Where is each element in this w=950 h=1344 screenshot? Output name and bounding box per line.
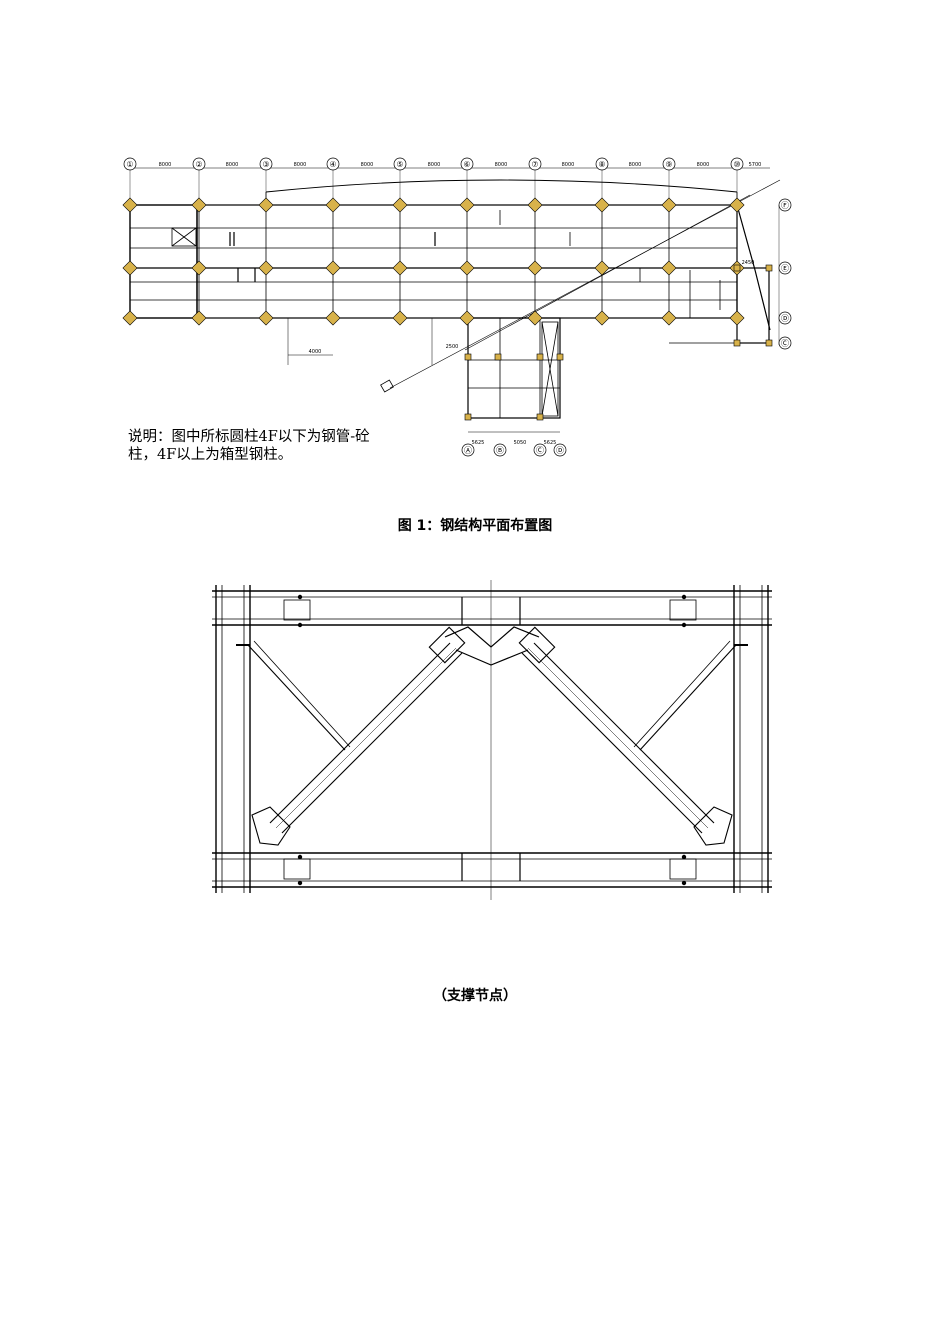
dim-top: 8000 bbox=[428, 162, 441, 168]
note-line-1: 说明：图中所标圆柱4F以下为钢管-砼 bbox=[128, 429, 370, 445]
dim-bottom: 5050 bbox=[514, 440, 527, 446]
dim-label: 2450 bbox=[742, 260, 755, 266]
dim-top: 8000 bbox=[495, 162, 508, 168]
axis-a-bottom: Ⓐ bbox=[464, 446, 472, 455]
dim-label: 4000 bbox=[309, 349, 322, 355]
bracing-node-drawing bbox=[212, 580, 772, 900]
dim-top: 5700 bbox=[749, 162, 762, 168]
dim-top: 8000 bbox=[159, 162, 172, 168]
axis-5: ⑤ bbox=[396, 160, 403, 169]
dim-top: 8000 bbox=[294, 162, 307, 168]
steel-structure-plan-drawing: ① ② ③ ④ ⑤ ⑥ ⑦ ⑧ ⑨ ⑩ Ⓕ Ⓔ Ⓓ Ⓒ Ⓐ Ⓑ Ⓒ Ⓓ 8000… bbox=[122, 157, 792, 457]
dim-top: 8000 bbox=[629, 162, 642, 168]
axis-9: ⑨ bbox=[665, 160, 672, 169]
dim-top: 8000 bbox=[226, 162, 239, 168]
axis-8: ⑧ bbox=[598, 160, 605, 169]
axis-d: Ⓓ bbox=[781, 314, 789, 323]
axis-6: ⑥ bbox=[463, 160, 470, 169]
dim-label: 2500 bbox=[446, 344, 459, 350]
dim-bottom: 5625 bbox=[544, 440, 557, 446]
axis-d-bottom: Ⓓ bbox=[556, 446, 564, 455]
axis-e: Ⓔ bbox=[781, 264, 789, 273]
axis-7: ⑦ bbox=[531, 160, 538, 169]
dim-bottom: 5625 bbox=[472, 440, 485, 446]
figure-caption-node: （支撑节点） bbox=[433, 988, 517, 1004]
dim-top: 8000 bbox=[562, 162, 575, 168]
note-line-2: 柱，4F以上为箱型钢柱。 bbox=[128, 447, 293, 463]
axis-4: ④ bbox=[329, 160, 336, 169]
axis-10: ⑩ bbox=[733, 160, 740, 169]
axis-f: Ⓕ bbox=[781, 201, 789, 210]
dim-top: 8000 bbox=[697, 162, 710, 168]
dim-top: 8000 bbox=[361, 162, 374, 168]
axis-3: ③ bbox=[262, 160, 269, 169]
axis-c: Ⓒ bbox=[781, 339, 789, 348]
drawing-note: 说明：图中所标圆柱4F以下为钢管-砼 柱，4F以上为箱型钢柱。 bbox=[128, 428, 428, 464]
axis-1: ① bbox=[126, 160, 133, 169]
figure-caption-plan: 图 1：钢结构平面布置图 bbox=[397, 518, 553, 534]
axis-c-bottom: Ⓒ bbox=[536, 446, 544, 455]
axis-b-bottom: Ⓑ bbox=[496, 446, 504, 455]
axis-2: ② bbox=[195, 160, 202, 169]
